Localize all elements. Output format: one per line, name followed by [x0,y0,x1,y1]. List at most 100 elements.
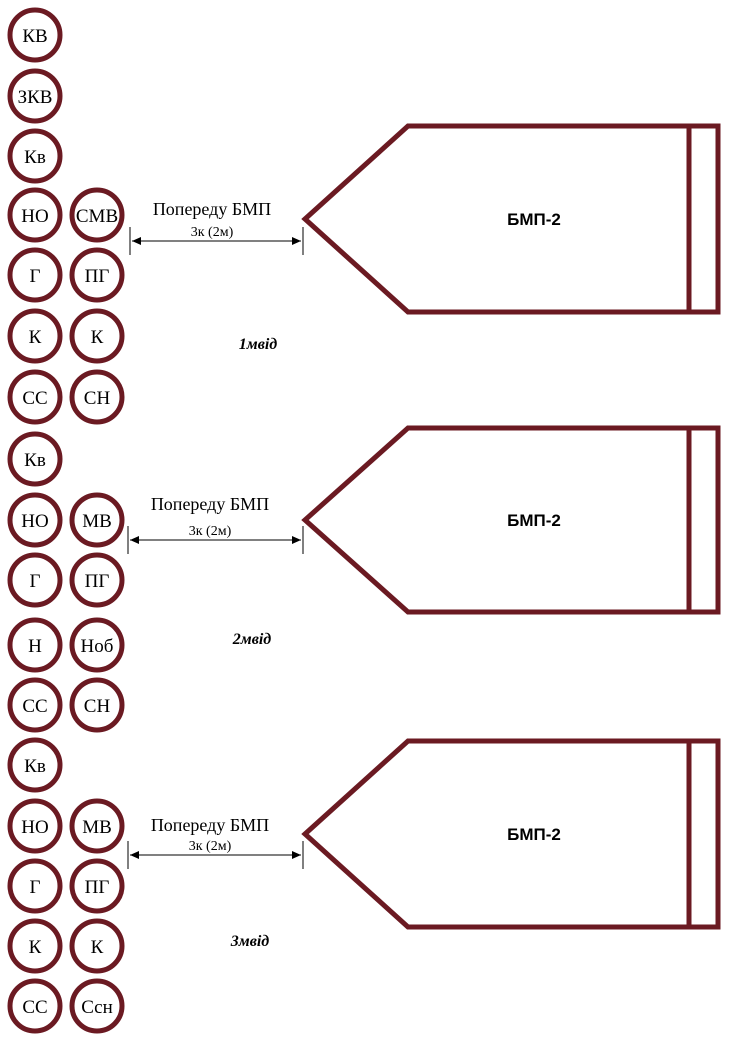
right-circle: МВ [69,798,125,854]
circle-label: К [29,937,42,958]
circle-label: НО [21,817,48,838]
circle-label: СС [22,997,47,1018]
left-circle: СС [7,369,63,425]
circle-outline [69,918,125,974]
circle-label: Кв [24,147,46,168]
vehicle-shape [301,123,721,315]
circle-label: Г [30,571,41,592]
circle-outline [7,492,63,548]
circle-label: СМВ [76,206,118,227]
vehicle-shape [301,425,721,615]
left-circle: К [7,918,63,974]
right-circle: К [69,308,125,364]
circle-outline [7,677,63,733]
circle-outline [69,552,125,608]
circle-label: К [91,327,104,348]
circle-outline [7,978,63,1034]
left-circle: СС [7,978,63,1034]
left-circle: Кв [7,128,63,184]
circle-outline [7,128,63,184]
circle-label: ПГ [85,571,110,592]
distance-arrow [129,227,304,255]
vehicle-shape [301,738,721,930]
circle-label: Н [28,636,42,657]
circle-label: НО [21,511,48,532]
circle-label: СН [84,388,111,409]
circle-outline [69,858,125,914]
circle-outline [7,858,63,914]
circle-label: МВ [82,817,112,838]
circle-label: ЗКВ [18,87,53,108]
right-circle: СМВ [69,187,125,243]
vehicle-label: БМП-2 [507,210,561,229]
circle-outline [7,431,63,487]
group-label: 1мвід [239,336,278,353]
circle-label: К [29,327,42,348]
right-circle: ПГ [69,858,125,914]
caption: Попереду БМП [151,494,269,514]
left-circle: Г [7,247,63,303]
circle-outline [7,798,63,854]
distance-arrow [127,841,304,869]
circle-outline [69,369,125,425]
right-circle: ПГ [69,247,125,303]
circle-label: Кв [24,756,46,777]
circle-outline [69,617,125,673]
circle-label: СС [22,388,47,409]
left-circle: Г [7,858,63,914]
circle-outline [7,737,63,793]
circle-label: СН [84,696,111,717]
caption: Попереду БМП [153,199,271,219]
left-circle: СС [7,677,63,733]
circle-label: ПГ [85,266,110,287]
left-circle: Н [7,617,63,673]
right-circle: МВ [69,492,125,548]
circle-outline [7,918,63,974]
left-circle: НО [7,798,63,854]
circle-outline [69,247,125,303]
circle-label: СС [22,696,47,717]
circle-outline [7,187,63,243]
circle-outline [7,68,63,124]
right-circle: СН [69,677,125,733]
left-circle: Кв [7,431,63,487]
left-circle: НО [7,492,63,548]
left-circle: К [7,308,63,364]
distance-label: 3к (2м) [191,225,234,240]
right-circle: Ноб [69,617,125,673]
circle-label: Ссн [81,997,113,1018]
circle-label: МВ [82,511,112,532]
circle-label: Г [30,877,41,898]
circle-outline [7,308,63,364]
circle-outline [7,369,63,425]
vehicle-label: БМП-2 [507,511,561,530]
circle-label: Кв [24,450,46,471]
circle-label: К [91,937,104,958]
squad-group: Попереду БМП 3к (2м) БМП-2 1мвід [129,123,721,353]
right-circle: СН [69,369,125,425]
group-label: 3мвід [230,933,270,950]
left-circle: Кв [7,737,63,793]
circle-outline [7,247,63,303]
caption: Попереду БМП [151,815,269,835]
circle-outline [69,677,125,733]
circle-label: Г [30,266,41,287]
circle-label: Ноб [81,636,114,657]
right-circle: ПГ [69,552,125,608]
circle-outline [7,552,63,608]
circle-outline [69,978,125,1034]
circle-outline [69,798,125,854]
circle-outline [7,7,63,63]
distance-label: 3к (2м) [189,839,232,854]
right-circle: Ссн [69,978,125,1034]
distance-arrow [127,526,304,554]
left-circle: ЗКВ [7,68,63,124]
group-label: 2мвід [232,631,272,648]
left-circle: Г [7,552,63,608]
